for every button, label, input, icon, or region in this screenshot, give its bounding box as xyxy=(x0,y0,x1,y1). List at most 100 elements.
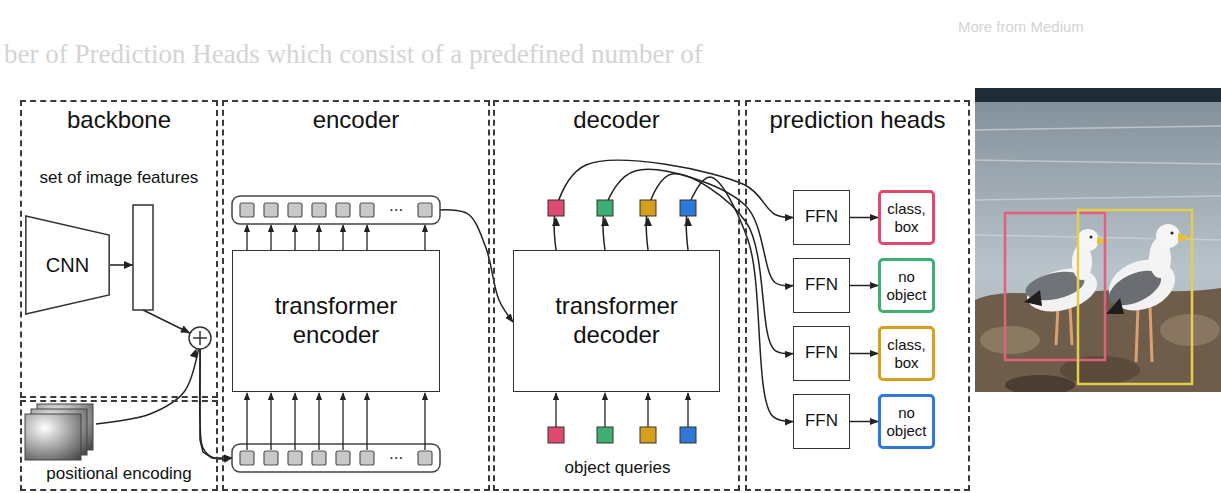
section-heading: encoder xyxy=(224,106,488,135)
ellipsis: ... xyxy=(389,196,403,216)
faded-heading: ber of Prediction Heads which consist of… xyxy=(4,38,703,70)
token xyxy=(264,451,278,465)
output-box: no object xyxy=(878,258,935,313)
arrow-head xyxy=(552,217,560,226)
output-box: class, box xyxy=(878,326,935,381)
token-arrow xyxy=(424,393,425,450)
token-arrow xyxy=(270,225,271,250)
connector-arrow xyxy=(110,265,232,458)
token-arrow xyxy=(270,393,271,450)
section-heading: decoder xyxy=(495,106,738,135)
ffn-box: FFN xyxy=(793,394,850,449)
photo-rocks xyxy=(975,288,1221,392)
arrow-head xyxy=(684,217,692,226)
gull-leg xyxy=(1136,306,1138,362)
shape-label: class, box xyxy=(884,336,929,372)
shape-label: class, box xyxy=(884,200,929,236)
shape-label: FFN xyxy=(805,411,838,431)
shape-label: transformer decoder xyxy=(528,292,705,350)
query-arrow xyxy=(555,393,556,427)
token xyxy=(418,203,432,217)
connector-arrow xyxy=(850,285,878,287)
arrow-head xyxy=(180,325,190,333)
section-heading: positional encoding xyxy=(22,464,216,484)
connector-arrow xyxy=(850,353,878,355)
sum-symbol xyxy=(189,327,211,349)
ellipsis: ... xyxy=(389,444,403,464)
connector-arrow xyxy=(96,338,232,459)
token xyxy=(336,203,350,217)
object-query xyxy=(680,427,696,443)
query-arrow xyxy=(647,393,648,427)
object-query xyxy=(597,427,613,443)
token-row xyxy=(232,196,440,224)
token-row xyxy=(232,444,440,472)
arrow-head xyxy=(601,217,609,226)
gull-eye xyxy=(1090,236,1093,239)
gull-leg xyxy=(1070,306,1072,345)
arrow-head xyxy=(124,261,133,269)
output-embedding xyxy=(640,200,656,216)
section-box: encoder transformer encoder xyxy=(222,100,490,491)
gull-head xyxy=(1077,229,1099,251)
token-arrow xyxy=(294,225,295,250)
arrow-head xyxy=(644,217,652,226)
section-box: backbone set of image featuresCNN xyxy=(20,100,218,398)
gull-head xyxy=(1156,224,1180,248)
token-arrow xyxy=(294,393,295,450)
output-box: class, box xyxy=(878,190,935,245)
connector-group xyxy=(96,160,878,459)
photo xyxy=(975,88,1221,392)
photo-rock-patch xyxy=(1005,375,1075,392)
ffn-box: FFN xyxy=(793,326,850,381)
section-heading: backbone xyxy=(22,106,216,135)
section-note: set of image features xyxy=(22,168,216,188)
shape-label: transformer encoder xyxy=(247,292,425,350)
token-arrow xyxy=(366,393,367,450)
token-arrow xyxy=(424,225,425,250)
token xyxy=(264,203,278,217)
gull-leg xyxy=(1150,306,1152,362)
token xyxy=(240,203,254,217)
section-box: positional encoding xyxy=(20,400,218,491)
section-heading: prediction heads xyxy=(747,106,968,135)
decoder-arrowheads xyxy=(552,217,692,226)
object-query xyxy=(548,427,564,443)
ffn-box: FFN xyxy=(793,258,850,313)
cnn-trapezoid: CNN xyxy=(25,215,110,315)
token-arrow xyxy=(246,393,247,450)
output-embedding xyxy=(548,200,564,216)
token xyxy=(336,451,350,465)
output-embedding xyxy=(680,200,696,216)
token-arrow xyxy=(318,393,319,450)
section-box: prediction headsFFNclass, boxFFNno objec… xyxy=(745,100,970,491)
object-query xyxy=(640,427,656,443)
shape-label: no object xyxy=(884,268,929,304)
gull-tail xyxy=(1106,298,1124,314)
transformer-box: transformer encoder xyxy=(232,250,440,392)
gull-beak xyxy=(1178,233,1192,242)
token-arrow xyxy=(318,225,319,250)
shape-label: FFN xyxy=(805,275,838,295)
sum-symbol-bar xyxy=(199,331,201,345)
query-arrow xyxy=(687,393,688,427)
token xyxy=(312,451,326,465)
connector-arrow xyxy=(440,210,513,322)
token xyxy=(288,203,302,217)
token-arrow xyxy=(366,225,367,250)
gull-leg xyxy=(1056,306,1058,345)
connector-arrow xyxy=(850,217,878,219)
token-arrow xyxy=(342,225,343,250)
connector-arrow xyxy=(850,421,878,423)
gull-tail xyxy=(1024,290,1042,306)
photo-ripples xyxy=(975,126,1221,240)
transformer-box: transformer decoder xyxy=(513,250,720,392)
token-arrow xyxy=(342,393,343,450)
token xyxy=(312,203,326,217)
output-box: no object xyxy=(878,394,935,449)
gull-eye xyxy=(1171,232,1174,235)
group-label: object queries xyxy=(540,458,695,478)
